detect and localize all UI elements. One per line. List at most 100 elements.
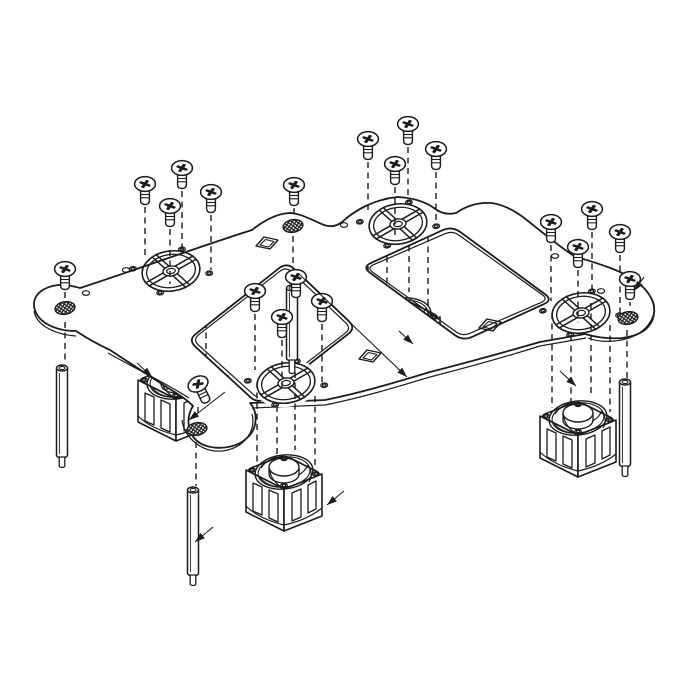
cross-bar	[626, 274, 634, 284]
fan-grill	[355, 199, 441, 249]
screw	[608, 223, 632, 254]
screw-hole	[575, 429, 581, 434]
arrow-indicator	[188, 391, 226, 421]
cross-bar	[588, 204, 596, 214]
phillips-cross-icon	[402, 119, 414, 129]
arrow-indicator	[559, 370, 577, 387]
fan-side-slot	[562, 435, 573, 469]
hatched-ellipse	[617, 310, 639, 326]
grill-outer-ring	[141, 249, 201, 293]
fan-flange	[137, 415, 177, 436]
fan-side-slot	[268, 489, 279, 523]
fan-blade	[554, 402, 572, 415]
phillips-cross-icon	[288, 180, 300, 190]
fan-grill	[243, 358, 329, 408]
screw-hole	[248, 467, 256, 473]
plate-slot	[358, 349, 382, 363]
screw	[383, 155, 407, 186]
arrowhead-icon	[403, 334, 413, 344]
standoff-post	[285, 284, 299, 375]
phillips-cross-icon	[192, 379, 204, 389]
standoff-tip	[621, 465, 629, 478]
arrow-indicator	[326, 490, 345, 506]
standoff-tip	[288, 359, 296, 375]
screw-hole	[271, 401, 280, 408]
screw-hole	[281, 456, 287, 461]
cross-bar	[195, 379, 201, 389]
standoff-body	[186, 489, 200, 577]
screw-hole	[574, 428, 582, 435]
cross-bar	[278, 312, 286, 322]
cross-bar	[251, 286, 259, 296]
slot-outer	[358, 349, 382, 363]
cross-bar	[178, 163, 186, 173]
grill-hub	[166, 267, 176, 275]
fan-blade	[591, 410, 606, 429]
standoff-body	[618, 381, 632, 468]
phillips-cross-icon	[205, 187, 217, 197]
grill-inner-ring	[145, 253, 197, 289]
arrow-indicator	[633, 276, 645, 292]
screw-hole	[538, 307, 547, 314]
screw	[270, 308, 294, 339]
phillips-cross-icon	[139, 179, 151, 189]
standoff-body	[55, 367, 69, 459]
screw-hole	[173, 393, 179, 398]
phillips-cross-icon	[290, 272, 302, 282]
arrowhead-icon	[327, 495, 337, 505]
screw-hole	[574, 401, 582, 408]
screw-hole	[543, 414, 549, 418]
screw	[396, 115, 420, 146]
phillips-cross-icon	[389, 159, 401, 169]
arrowhead-icon	[189, 411, 200, 420]
screw	[284, 268, 308, 299]
cross-bar	[61, 264, 69, 274]
phillips-cross-icon	[59, 264, 71, 274]
phillips-cross-icon	[249, 286, 261, 296]
cutout-rim	[369, 231, 546, 336]
fan-side-slot	[601, 426, 611, 460]
fan-side-slot	[546, 428, 557, 462]
box-fan	[539, 400, 617, 478]
slot-outer	[255, 236, 279, 250]
screw-hole	[205, 270, 214, 277]
screw-hole	[321, 383, 327, 387]
plate-thickness-edge	[33, 310, 77, 337]
screw	[310, 292, 334, 323]
cross-bar	[404, 119, 412, 129]
screw-hole	[249, 468, 255, 472]
grill-hub	[389, 218, 407, 230]
screw-hole	[607, 418, 613, 422]
cross-bar	[166, 201, 174, 211]
phillips-cross-icon	[164, 201, 176, 211]
screw	[282, 176, 306, 207]
arrowhead-icon	[195, 532, 205, 542]
standoff-post	[186, 486, 200, 587]
screw-hole	[384, 244, 390, 248]
standoff-body	[285, 287, 299, 362]
slot-inner	[362, 351, 378, 361]
cross-bar	[364, 134, 372, 144]
phillips-cross-icon	[545, 217, 557, 227]
grill-hub	[576, 309, 586, 317]
slot-inner	[259, 238, 275, 248]
fan-side-slot	[585, 434, 596, 468]
arrow-indicator	[136, 362, 153, 378]
screw-hole	[575, 402, 581, 407]
grill-inner-ring	[260, 365, 312, 401]
phillips-cross-icon	[624, 274, 636, 284]
screw-hole	[313, 472, 319, 476]
arrowhead-icon	[634, 280, 643, 291]
phillips-cross-icon	[614, 227, 626, 237]
screw	[199, 183, 223, 214]
screw-hole	[281, 483, 287, 488]
screw	[424, 140, 448, 171]
screw-hole	[280, 455, 288, 462]
mounting-hole-hatched	[282, 218, 304, 234]
screw	[566, 238, 590, 269]
plate-thickness-edge	[251, 337, 587, 409]
slot-outer	[478, 318, 502, 332]
screw	[170, 159, 194, 190]
mounting-hole-hatched	[617, 310, 639, 326]
fan-side-slot	[291, 488, 302, 522]
